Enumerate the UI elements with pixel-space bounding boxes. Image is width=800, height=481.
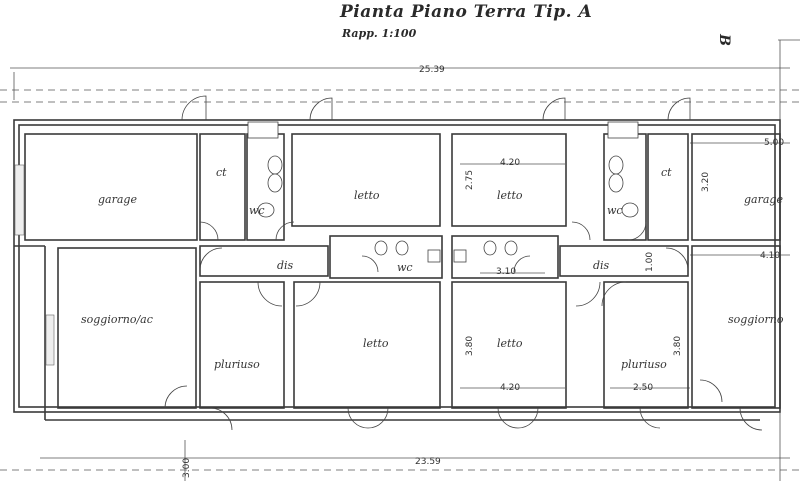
dim-pluriuso-depth: 3.80 (673, 336, 683, 356)
dim-pluriuso-width: 2.50 (633, 383, 653, 393)
dim-ct-depth: 3.20 (701, 172, 711, 192)
room-label-letto: letto (497, 337, 523, 350)
room-label-soggiorno: soggiorno/ac (81, 313, 153, 326)
dim-right-top: 5.00 (764, 138, 784, 148)
doors (164, 95, 763, 431)
room-label-letto: letto (354, 189, 380, 202)
plan-title: Pianta Piano Terra Tip. A (340, 2, 593, 22)
dim-dis-depth: 1.00 (645, 252, 655, 272)
room-label-pluriuso: pluriuso (214, 358, 260, 371)
room-label-wc: wc (397, 261, 413, 274)
room-label-garage: garage (744, 193, 783, 206)
room-label-ct: ct (216, 166, 227, 179)
room-label-letto: letto (363, 337, 389, 350)
dim-letto-bottom-depth: 3.80 (465, 336, 475, 356)
dim-overall-top: 25.39 (419, 65, 445, 75)
room-label-garage: garage (98, 193, 137, 206)
dim-right-mid: 4.10 (760, 251, 780, 261)
room-label-dis: dis (277, 259, 294, 272)
dim-left-bottom: 3.00 (182, 458, 192, 478)
partitions (14, 133, 781, 409)
room-label-dis: dis (593, 259, 610, 272)
room-label-soggiorno: soggiorno (728, 313, 784, 326)
section-mark: B (715, 34, 732, 46)
dim-overall-bottom: 23.59 (415, 457, 441, 467)
dimension-labels: 25.39 23.59 4.20 2.75 3.20 5.00 4.10 1.0… (182, 65, 784, 478)
dimension-lines (0, 39, 800, 481)
room-label-wc: wc (249, 204, 265, 217)
fixtures (247, 121, 639, 263)
dim-letto-bottom-width: 4.20 (500, 383, 520, 393)
room-label-wc: wc (607, 204, 623, 217)
room-label-pluriuso: pluriuso (621, 358, 667, 371)
room-label-ct: ct (661, 166, 672, 179)
room-label-letto: letto (497, 189, 523, 202)
room-labels: garage ct wc letto letto ct wc garage di… (81, 166, 784, 371)
dim-letto-depth: 2.75 (465, 170, 475, 190)
plan-scale: Rapp. 1:100 (342, 27, 417, 40)
dim-letto-width: 4.20 (500, 158, 520, 168)
dim-wc-width: 3.10 (496, 267, 516, 277)
